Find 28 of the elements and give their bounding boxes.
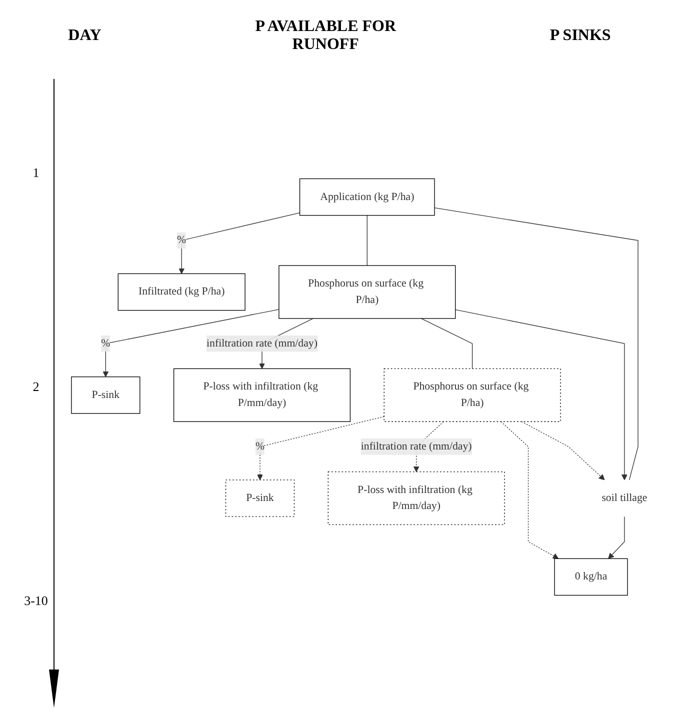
connector [434, 208, 638, 480]
arrow [257, 416, 384, 480]
node-box: P-loss with infiltration (kg P/mm/day) [328, 471, 505, 526]
edge-label: % [177, 234, 186, 246]
arrow [521, 421, 605, 480]
connector [420, 318, 473, 370]
node-box: 0 kg/ha [554, 558, 628, 596]
node-box: Phosphorus on surface (kg P/ha) [384, 368, 561, 422]
column-heading: DAY [68, 27, 102, 45]
arrow [500, 421, 559, 559]
arrow [178, 212, 300, 274]
column-heading: P SINKS [550, 27, 611, 45]
edge-label: % [101, 337, 110, 350]
column-heading: P AVAILABLE FOR RUNOFF [254, 18, 398, 54]
edge-label: % [255, 440, 265, 452]
arrow [455, 309, 628, 480]
edge-label: infiltration rate (mm/day) [360, 440, 472, 452]
node-box: P-sink [225, 480, 295, 517]
node-box: P-loss with infiltration (kg P/mm/day) [173, 368, 351, 422]
node-box: Infiltrated (kg P/ha) [118, 273, 246, 311]
edge-label: infiltration rate (mm/day) [206, 337, 318, 350]
arrow [102, 309, 280, 378]
arrow [608, 516, 625, 559]
node-text: soil tillage [602, 492, 648, 504]
node-box: P-sink [71, 376, 140, 414]
node-box: Phosphorus on surface (kg P/ha) [278, 265, 456, 319]
connector [366, 215, 368, 266]
node-box: Application (kg P/ha) [299, 178, 435, 216]
